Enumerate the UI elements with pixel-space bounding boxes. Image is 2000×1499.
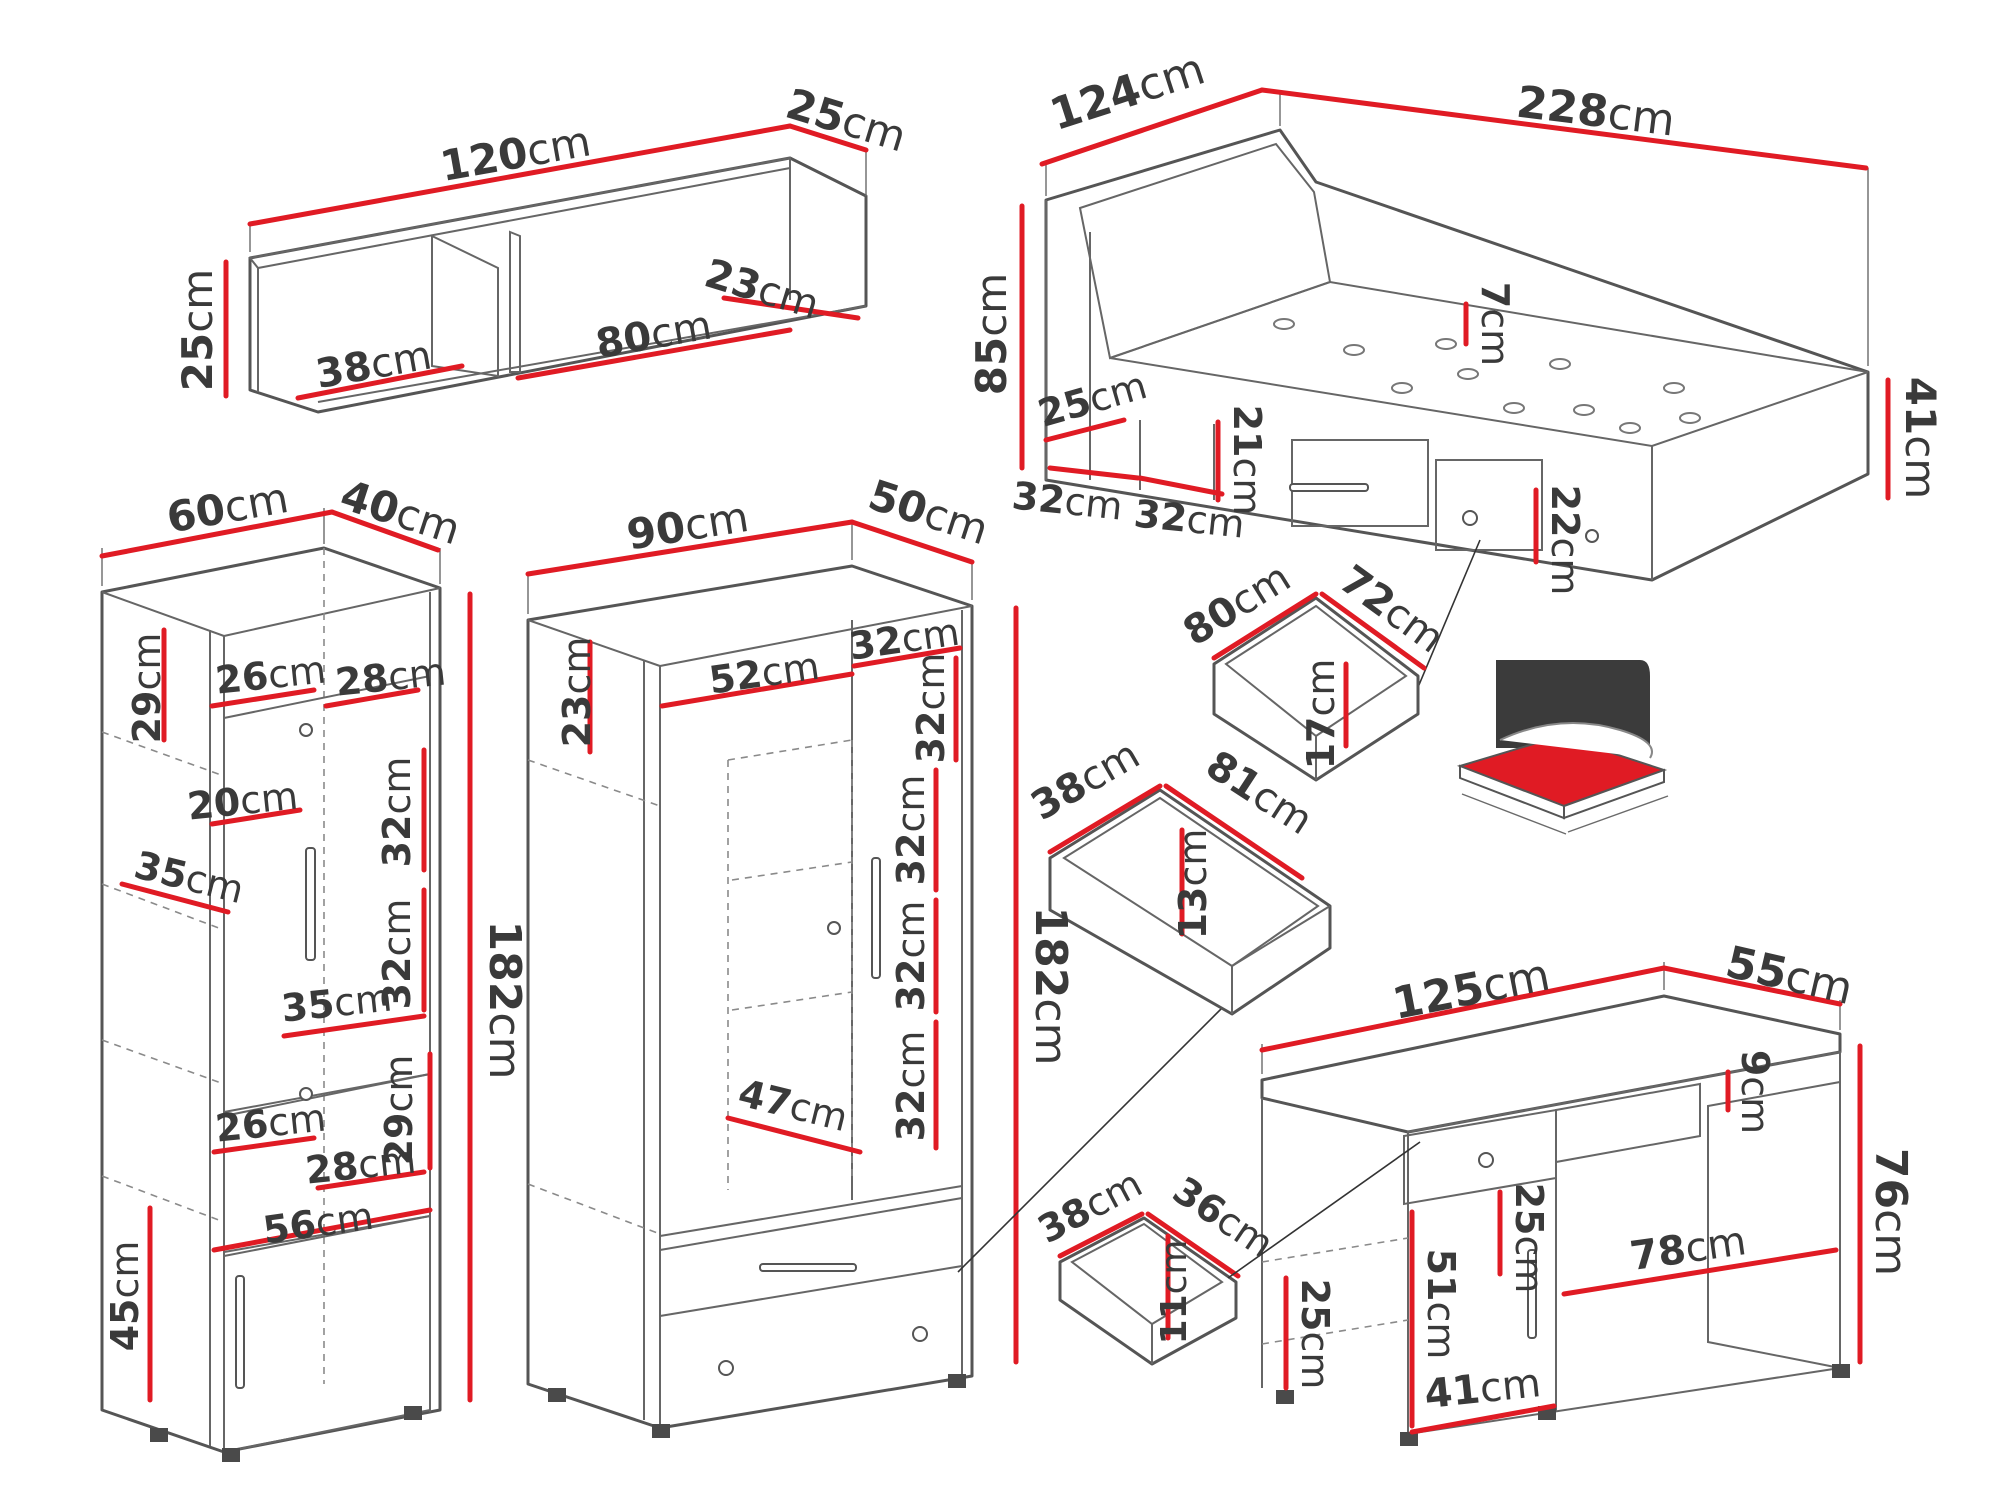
desk-drawer xyxy=(1057,1211,1241,1366)
label-bed-height: 85cm xyxy=(967,273,1016,395)
bed-drawer xyxy=(1211,591,1427,782)
label-bed-22: 22cm xyxy=(1543,485,1587,596)
wardrobe-drawer xyxy=(1047,783,1332,1016)
label-shelf-width: 120cm xyxy=(437,116,595,191)
label-bookcase-29-lower: 29cm xyxy=(377,1055,421,1166)
bookcase xyxy=(99,508,473,1462)
label-bed-depth: 124cm xyxy=(1044,43,1211,141)
label-bookcase-29-top: 29cm xyxy=(125,633,169,744)
label-bookcase-28-top: 28cm xyxy=(333,649,448,704)
label-wardrobe-width: 90cm xyxy=(623,492,752,560)
bed xyxy=(1019,87,1891,693)
label-bookcase-28-lower: 28cm xyxy=(303,1137,418,1192)
label-desk-51: 51cm xyxy=(1419,1249,1463,1360)
label-bookcase-26-top: 26cm xyxy=(213,647,328,702)
label-wardrobe-height: 182cm xyxy=(1025,907,1076,1066)
label-wardrobe-depth: 50cm xyxy=(863,470,995,554)
label-bookcase-32-lower: 32cm xyxy=(375,899,419,1010)
label-desk-width: 125cm xyxy=(1388,950,1554,1030)
mattress-icon xyxy=(1456,660,1669,835)
label-wardrobe-drawer-height: 13cm xyxy=(1171,829,1215,940)
label-desk-41: 41cm xyxy=(1422,1360,1543,1418)
label-shelf-left-compartment: 38cm xyxy=(312,332,435,398)
label-wardrobe-32-shelf-1: 32cm xyxy=(889,775,933,886)
label-desk-drawer-height: 11cm xyxy=(1154,1240,1195,1345)
label-wardrobe-32-top: 32cm xyxy=(846,610,962,669)
label-bookcase-26-lower: 26cm xyxy=(213,1095,328,1150)
label-bed-cubby-width-1: 32cm xyxy=(1010,473,1125,528)
desk xyxy=(1227,962,1863,1446)
mattress-tufts xyxy=(1273,318,1701,434)
label-desk-9: 9cm xyxy=(1733,1050,1777,1134)
label-bookcase-32-upper: 32cm xyxy=(375,757,419,868)
label-desk-78: 78cm xyxy=(1627,1218,1749,1280)
label-shelf-height: 25cm xyxy=(173,269,222,391)
label-bookcase-56: 56cm xyxy=(260,1194,376,1253)
label-wardrobe-32-side: 32cm xyxy=(909,653,953,764)
label-bed-side-height: 41cm xyxy=(1896,377,1945,499)
label-bookcase-20: 20cm xyxy=(185,773,300,828)
label-wardrobe-23: 23cm xyxy=(555,637,599,748)
label-wardrobe-32-shelf-2: 32cm xyxy=(889,901,933,1012)
label-wardrobe-52: 52cm xyxy=(706,644,822,703)
label-bookcase-depth: 40cm xyxy=(335,470,467,554)
label-desk-depth: 55cm xyxy=(1721,937,1857,1016)
label-bookcase-35-lower: 35cm xyxy=(279,975,394,1030)
label-bed-drawer-height: 17cm xyxy=(1299,659,1343,770)
label-bed-21: 21cm xyxy=(1225,405,1269,516)
label-bookcase-height: 182cm xyxy=(479,921,530,1080)
label-shelf-depth: 25cm xyxy=(781,79,912,162)
wall-shelf xyxy=(223,123,869,414)
label-desk-25-cabinet: 25cm xyxy=(1293,1279,1337,1390)
label-bed-cubby-width-2: 32cm xyxy=(1132,491,1247,546)
label-wardrobe-32-shelf-3: 32cm xyxy=(889,1031,933,1142)
label-bookcase-width: 60cm xyxy=(163,473,292,543)
wardrobe xyxy=(525,519,1229,1438)
label-bed-length: 228cm xyxy=(1514,77,1678,147)
label-bookcase-45: 45cm xyxy=(103,1241,147,1352)
label-desk-height: 76cm xyxy=(1865,1148,1916,1276)
label-shelf-right-compartment: 80cm xyxy=(592,302,715,368)
label-desk-25-drawer: 25cm xyxy=(1507,1183,1551,1294)
label-bed-mattress-thickness: 7cm xyxy=(1473,282,1517,366)
